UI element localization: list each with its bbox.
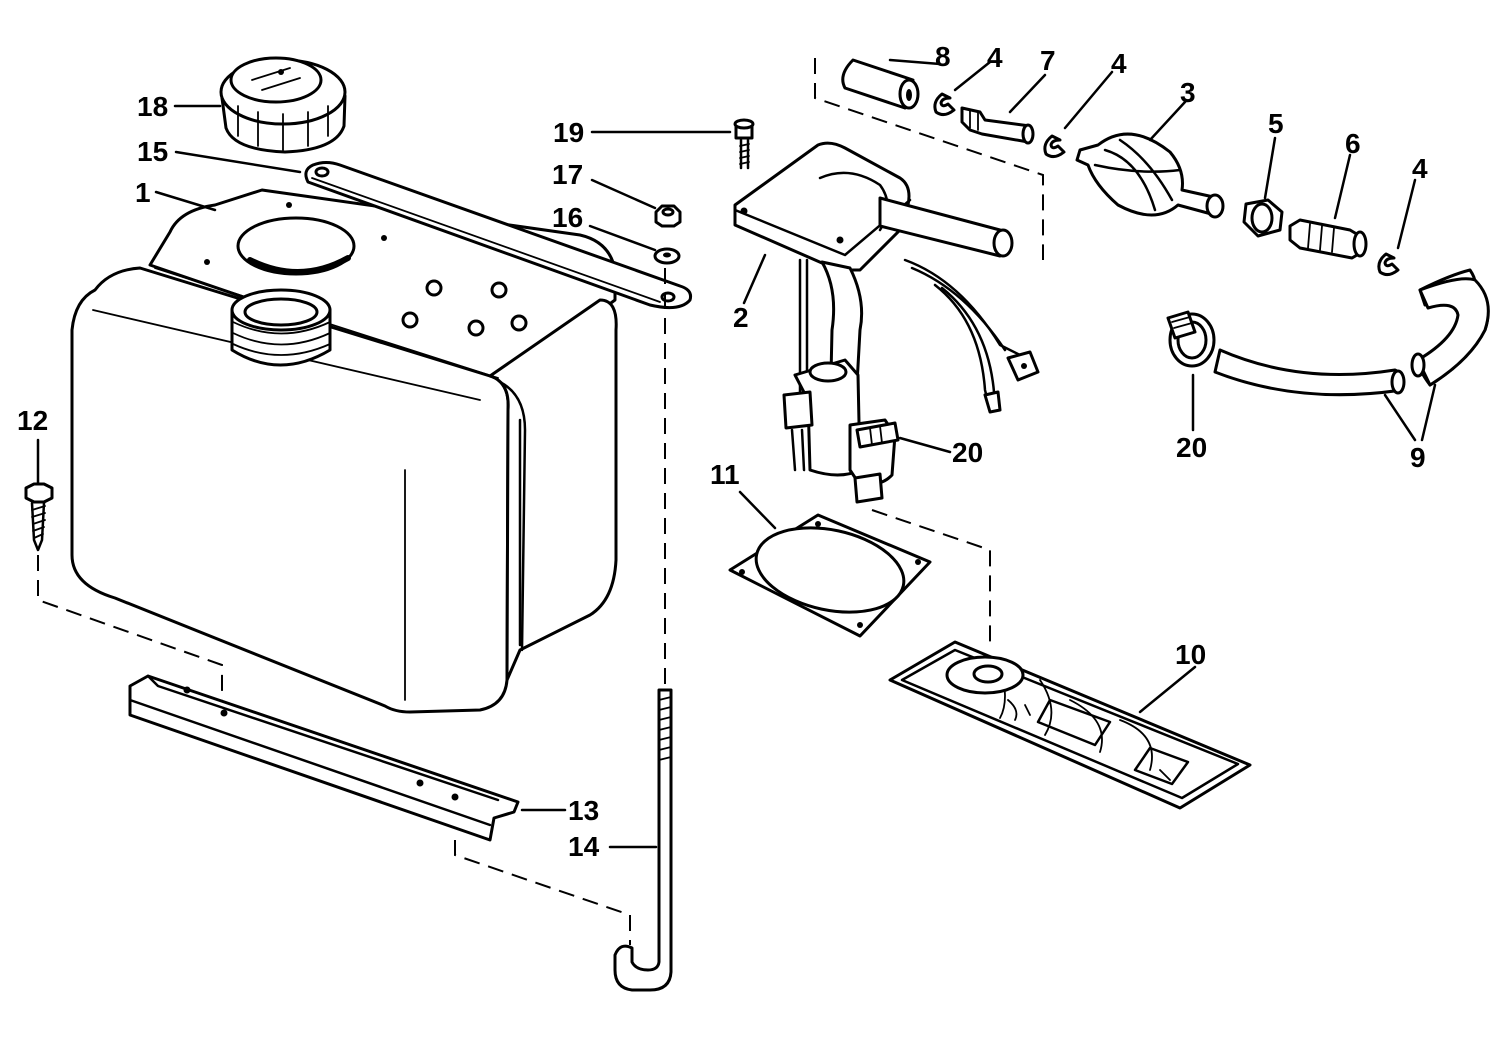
callout-4a: 4 — [987, 42, 1003, 73]
engine-connector — [1288, 218, 1368, 260]
callout-4b: 4 — [1111, 48, 1127, 79]
assembly-guide-lines — [37, 58, 1044, 945]
callout-13: 13 — [568, 795, 599, 826]
callout-12: 12 — [17, 405, 48, 436]
callout-11: 11 — [710, 459, 740, 490]
callout-5: 5 — [1268, 108, 1284, 139]
callout-16: 16 — [552, 202, 583, 233]
callout-3: 3 — [1180, 77, 1196, 108]
callout-9: 9 — [1410, 442, 1426, 473]
adapter-collar — [1242, 198, 1284, 238]
hold-down-strap — [304, 161, 692, 310]
screw — [733, 118, 755, 170]
flat-washer — [653, 247, 681, 265]
callout-14: 14 — [568, 831, 600, 862]
leader-lines — [36, 58, 1437, 849]
callout-20a: 20 — [952, 437, 983, 468]
fuel-tank — [70, 188, 618, 714]
callout-8: 8 — [935, 41, 951, 72]
hex-nut — [654, 204, 682, 228]
callout-2: 2 — [733, 302, 749, 333]
callout-4c: 4 — [1412, 153, 1428, 184]
callout-15: 15 — [137, 136, 168, 167]
lag-screw — [24, 482, 54, 552]
hose-clamp — [1166, 310, 1216, 368]
callout-1: 1 — [135, 177, 151, 208]
callout-7: 7 — [1040, 45, 1056, 76]
callout-6: 6 — [1345, 128, 1361, 159]
gasket — [728, 513, 932, 638]
hose-clip-2 — [1043, 134, 1066, 159]
fuel-hose — [1213, 268, 1490, 397]
mounting-bracket — [128, 674, 520, 842]
callout-19: 19 — [553, 117, 584, 148]
filler-cap — [219, 56, 347, 154]
fuel-hose-section — [841, 58, 920, 110]
primer-bulb — [1075, 132, 1225, 219]
callout-20b: 20 — [1176, 432, 1207, 463]
filter-screen — [888, 640, 1252, 810]
hose-clip-3 — [1377, 252, 1400, 277]
callout-labels: 1 2 3 4 4 4 5 6 7 8 9 10 11 12 13 14 15 … — [17, 41, 1428, 862]
callout-10: 10 — [1175, 639, 1206, 670]
hose-clip-1 — [933, 92, 956, 117]
callout-17: 17 — [552, 159, 583, 190]
fuel-sender-pickup — [733, 141, 1040, 504]
callout-18: 18 — [137, 91, 168, 122]
tank-connector — [960, 106, 1035, 145]
j-bolt — [613, 688, 673, 992]
